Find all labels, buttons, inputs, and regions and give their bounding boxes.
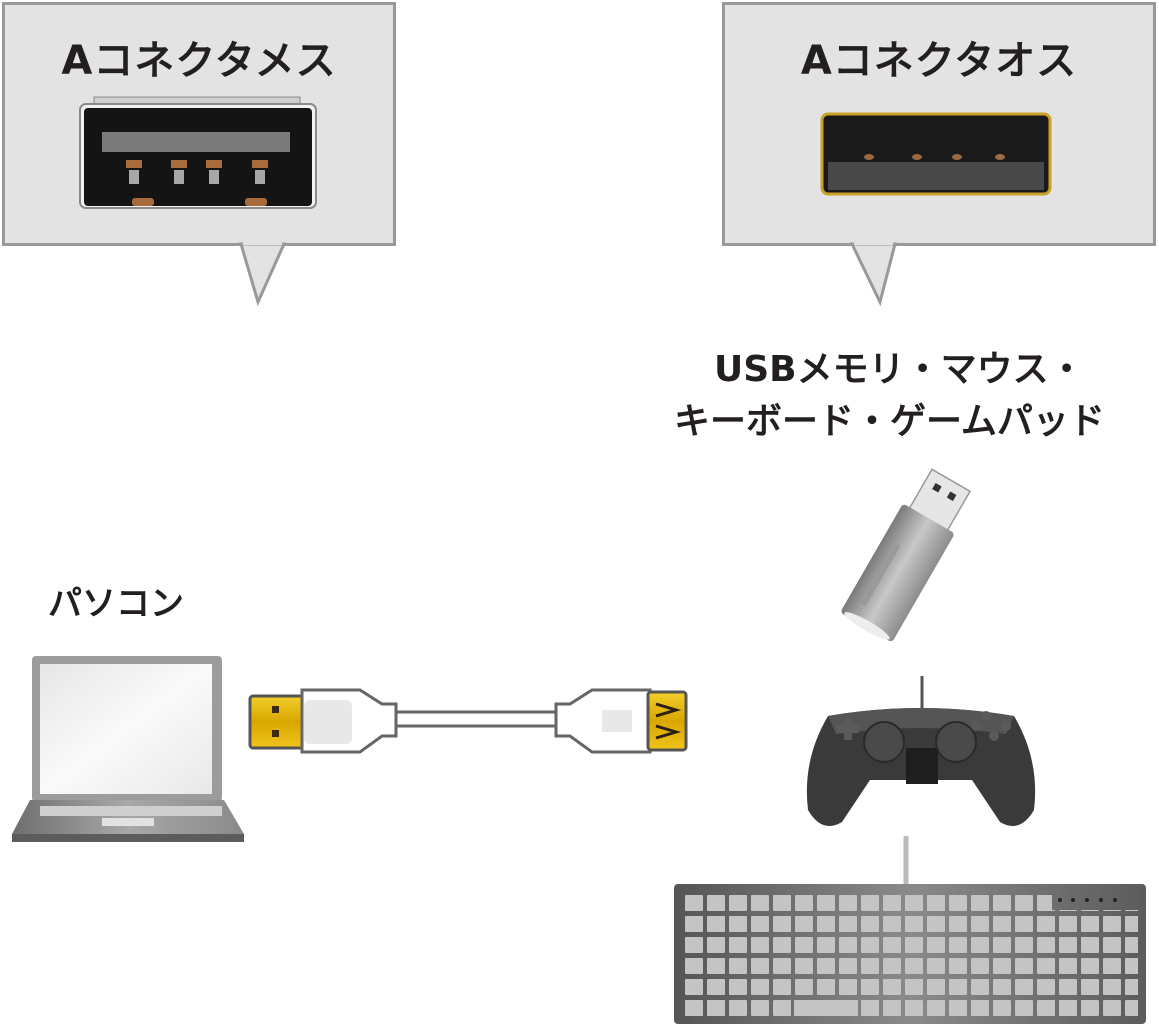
usb-a-male-plug-icon [820,112,1052,196]
bubble-tail-male [849,240,897,307]
devices-label-line2: キーボード・ゲームパッド [674,401,1105,442]
pc-label: パソコン [48,584,184,624]
devices-label-line1: USBメモリ・マウス・ [714,349,1085,390]
laptop-icon [12,656,244,842]
bubble-tail-female [238,240,287,307]
keyboard-icon [674,884,1146,1024]
bubble-title-female: Aコネクタメス [61,38,337,84]
gamepad-icon [806,676,1036,884]
usb-a-female-port-icon [79,96,317,209]
bubble-title-male: Aコネクタオス [800,38,1078,84]
usb-memory-stick-icon [841,468,972,642]
usb-extension-cable-icon [248,688,688,754]
